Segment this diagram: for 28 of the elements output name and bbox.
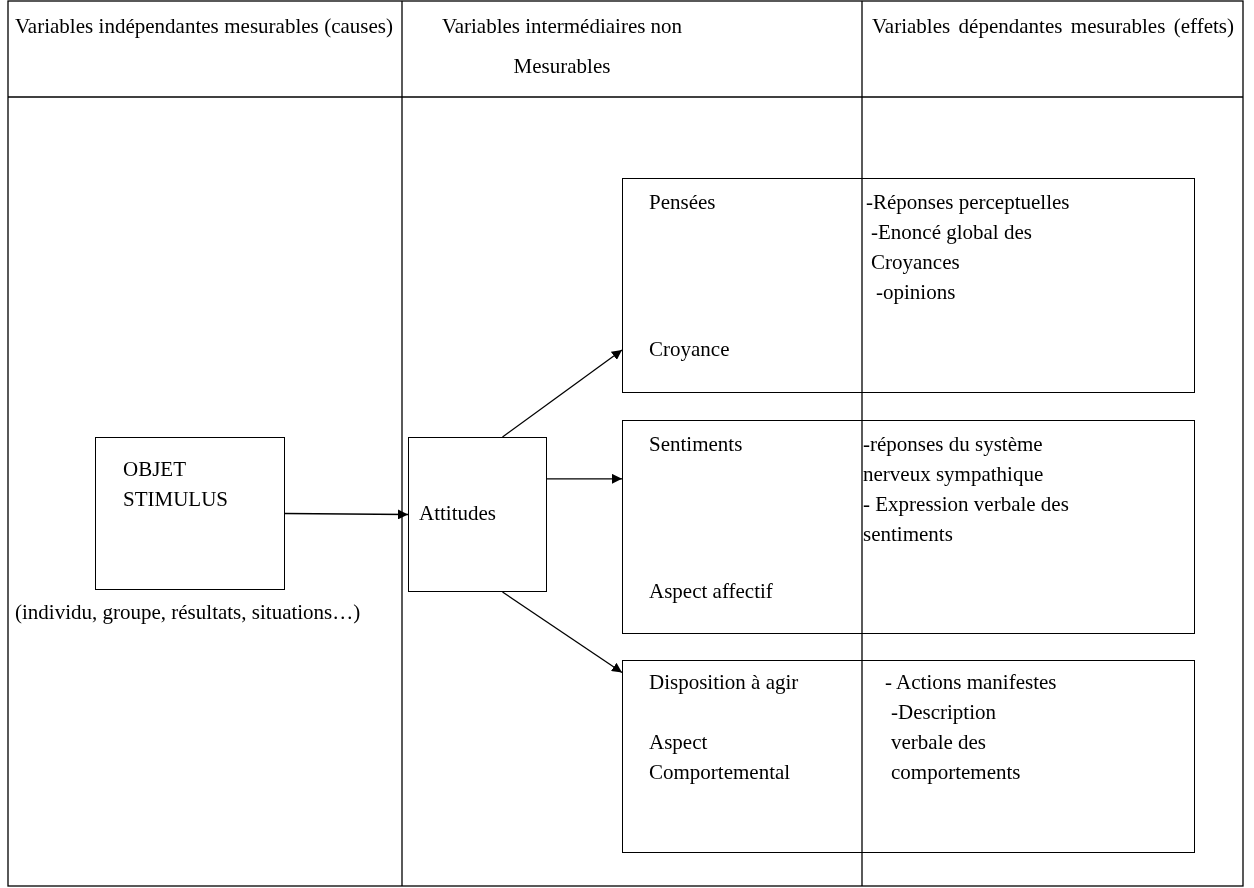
box-text: Sentiments	[649, 431, 744, 458]
column-header: Variables intermédiaires non Mesurables	[440, 13, 684, 80]
column-header: Variables indépendantes mesurables (causes)	[15, 13, 393, 40]
box	[622, 660, 1195, 853]
box-text: - Actions manifestes	[885, 669, 1058, 696]
box	[622, 420, 1195, 634]
box-text: -Description verbale des comportements	[891, 699, 1022, 786]
box	[95, 437, 285, 590]
box-text: OBJET STIMULUS	[123, 456, 229, 513]
box-text: Disposition à agir	[649, 669, 799, 696]
box-text: Pensées	[649, 189, 717, 216]
box-text: -Enoncé global des Croyances	[871, 219, 1033, 276]
box-text: Aspect affectif	[649, 578, 774, 605]
caption-text: (individu, groupe, résultats, situations…)	[15, 599, 362, 626]
arrow	[546, 473, 623, 484]
box-text: -réponses du système nerveux sympathique	[863, 431, 1045, 488]
box-text: Croyance	[649, 336, 731, 363]
column-header: Variables dépendantes mesurables (effets)	[872, 13, 1234, 40]
box-text: - Expression verbale des sentiments	[863, 491, 1070, 548]
box-text: -opinions	[876, 279, 957, 306]
box-text: Aspect Comportemental	[649, 729, 792, 786]
box	[408, 437, 547, 592]
box-text: Attitudes	[419, 500, 497, 527]
arrow	[284, 509, 409, 520]
box	[622, 178, 1195, 393]
arrow	[501, 349, 623, 438]
box-text: -Réponses perceptuelles	[866, 189, 1071, 216]
arrow	[501, 591, 623, 674]
